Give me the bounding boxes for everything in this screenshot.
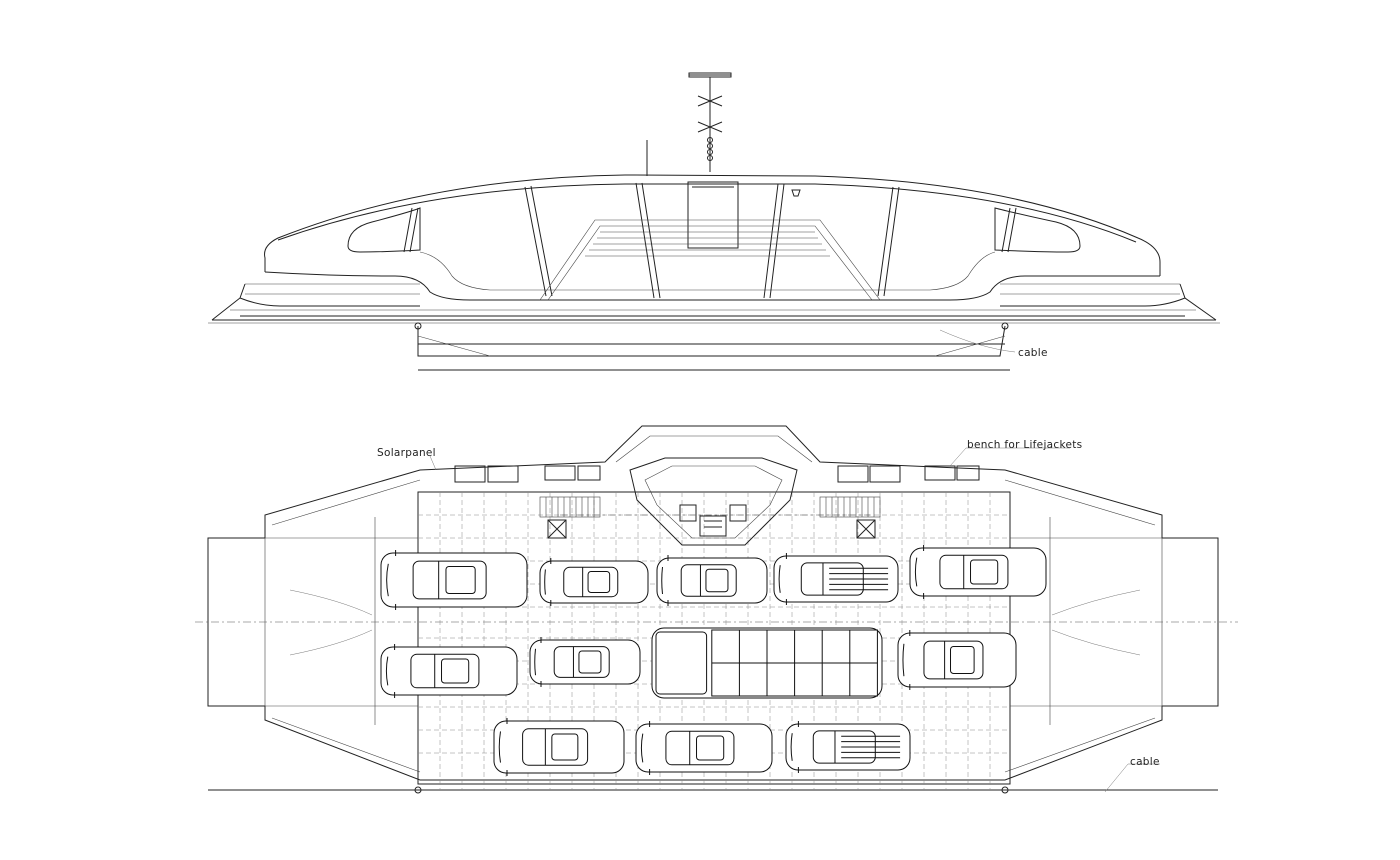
label-bench-lifejackets: bench for Lifejackets — [967, 439, 1082, 451]
vehicles — [380, 545, 1047, 776]
plan-view: Solarpanel bench for Lifejackets cable — [195, 425, 1238, 794]
roof-canopy — [264, 174, 1161, 276]
vehicle-row1-1 — [380, 550, 528, 610]
vehicle-row2-1 — [380, 644, 518, 698]
vehicle-row3-2 — [635, 721, 773, 775]
vehicle-row1-4 — [773, 553, 899, 605]
vehicle-row2-3 — [651, 627, 883, 699]
vehicle-row1-2 — [539, 558, 649, 606]
label-cable-side: cable — [1018, 347, 1048, 359]
vehicle-row2-2 — [529, 637, 641, 687]
vehicle-row2-4 — [897, 630, 1017, 690]
label-solarpanel: Solarpanel — [377, 447, 436, 459]
vehicle-row3-3 — [785, 721, 911, 773]
mast — [646, 72, 732, 176]
vehicle-row1-5 — [909, 545, 1047, 599]
wheelhouse-plan — [560, 457, 870, 546]
vehicle-row3-1 — [493, 718, 625, 776]
label-cable-plan: cable — [1130, 756, 1160, 768]
railing — [539, 219, 881, 301]
side-elevation: cable — [208, 72, 1220, 371]
vehicle-row1-3 — [656, 555, 768, 606]
